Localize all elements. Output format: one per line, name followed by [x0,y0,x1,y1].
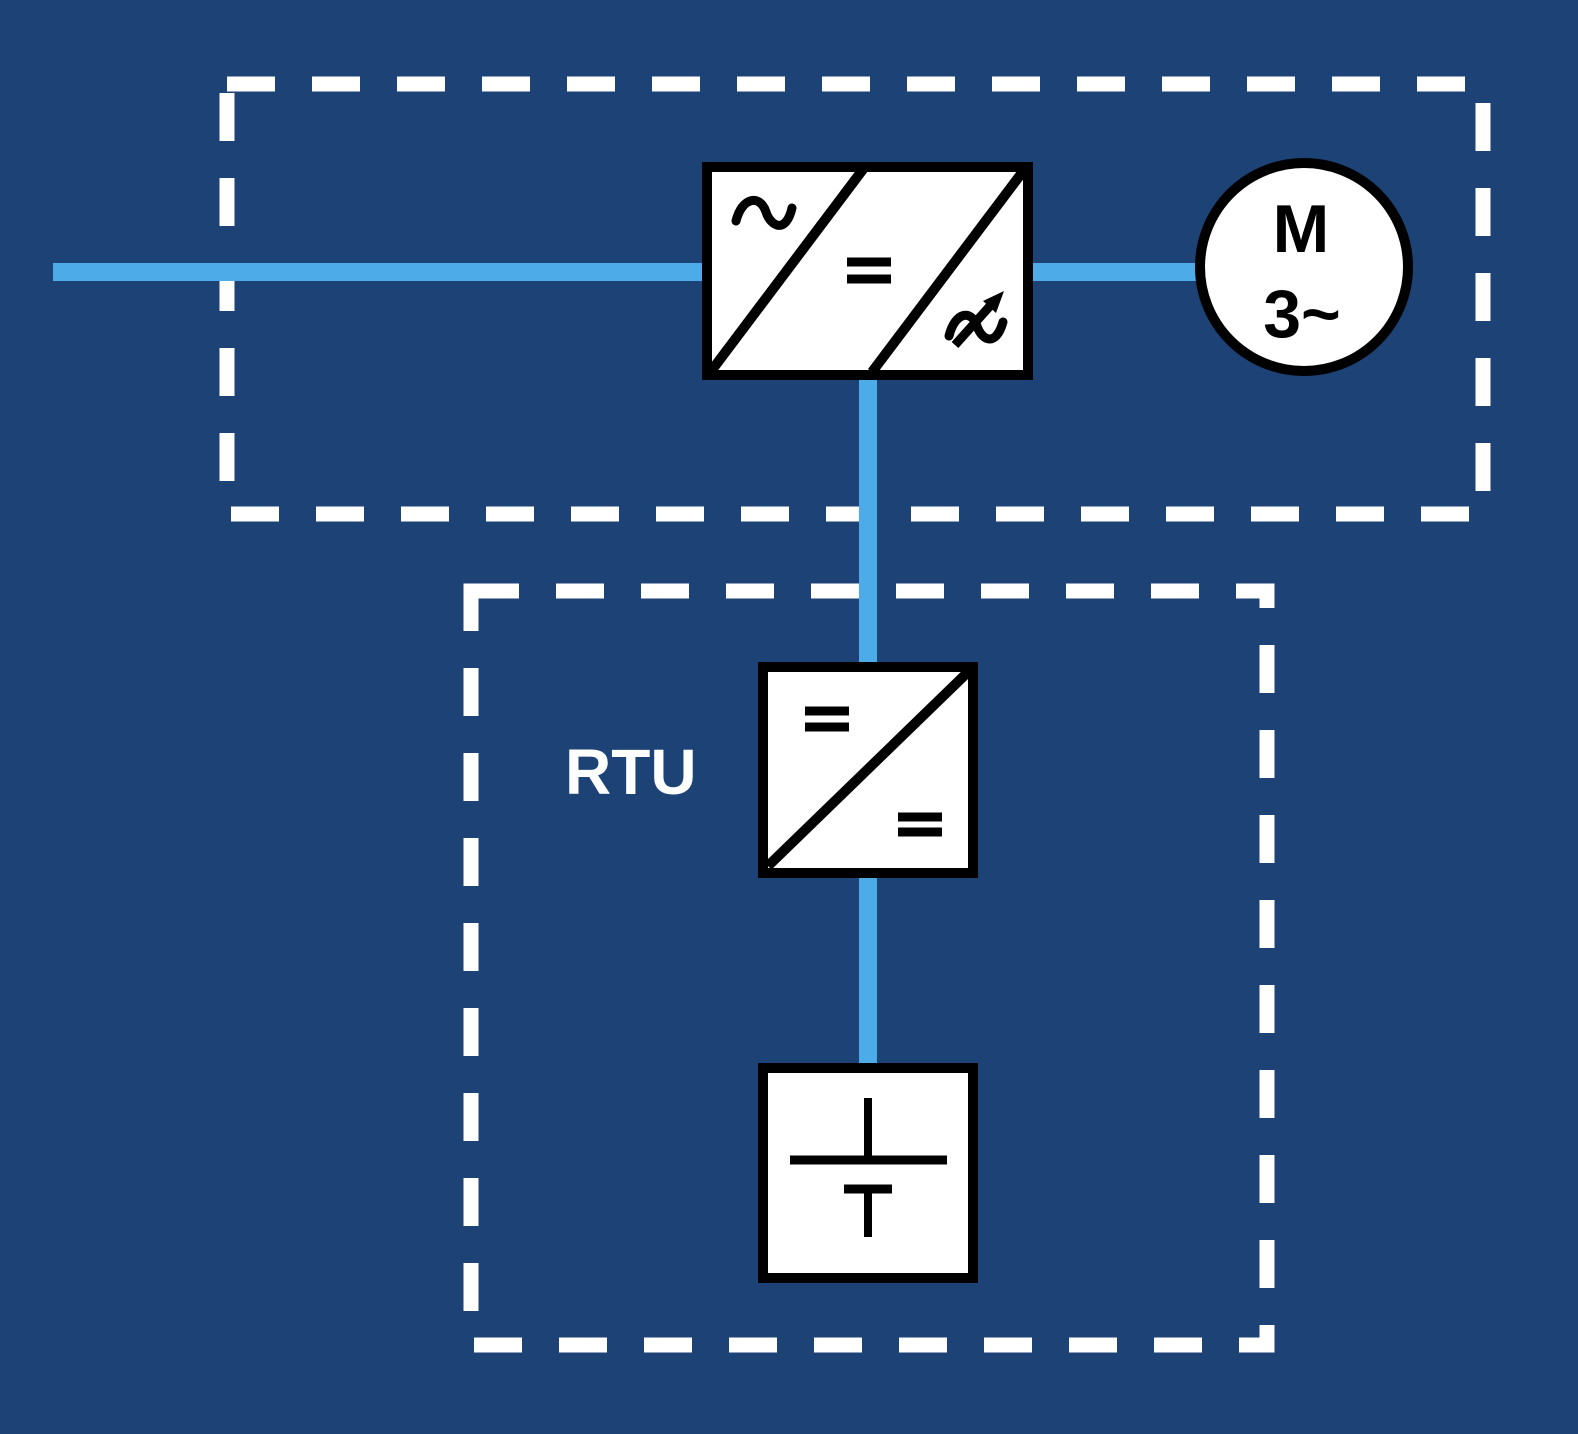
drive-system-dashed-boundary [219,76,1491,522]
motor-phase-label: 3~ [1263,276,1341,352]
frequency-converter-block [702,162,1033,380]
ac-sine-icon [731,196,797,230]
dc-equals-icon [847,257,891,284]
dc-dc-converter-block [758,662,978,878]
arrow-shaft [951,302,994,349]
variable-frequency-arrow-icon [944,291,1008,349]
rtu-label: RTU [565,736,697,808]
arrow-head [983,291,1004,313]
battery-block [758,1063,978,1283]
converter-divider-left [708,164,868,374]
converter-divider-right [868,166,1028,376]
motor-letter: M [1273,191,1330,267]
dc-dc-divider [764,668,972,870]
motor-block: M 3~ [1195,158,1413,376]
dc-equals-bottom-icon [898,812,942,837]
dc-equals-top-icon [805,706,849,732]
motor-circle [1195,158,1413,376]
battery-cell-icon [790,1098,947,1237]
rtu-dashed-boundary [463,583,1275,1353]
